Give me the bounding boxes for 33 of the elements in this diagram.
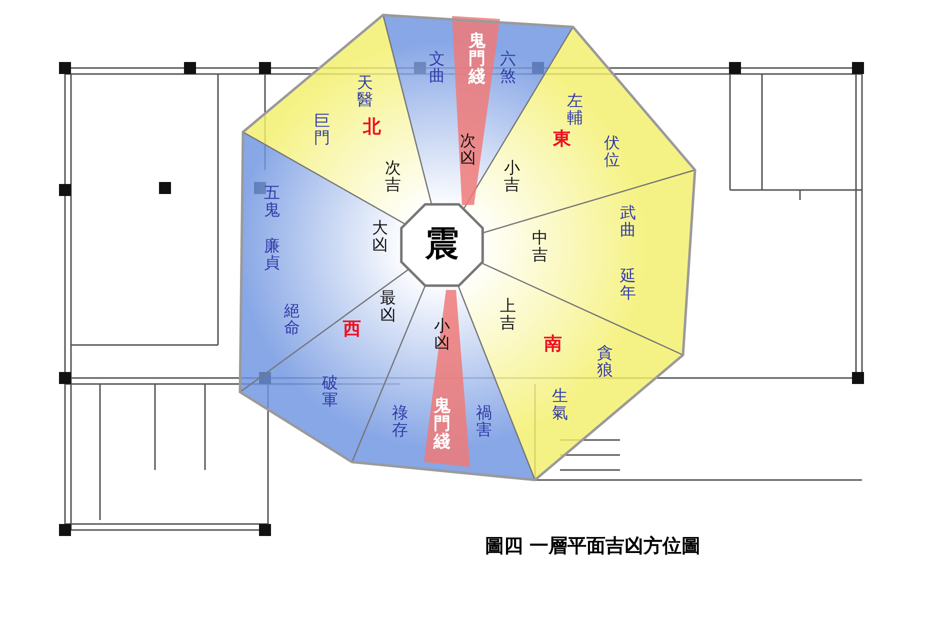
fortune-label: 小吉 — [504, 160, 520, 194]
band-label: 鬼門綫 — [468, 33, 486, 87]
fortune-label: 最凶 — [380, 290, 396, 324]
fortune-label: 中吉 — [532, 230, 548, 264]
star-label: 祿存 — [392, 405, 408, 439]
star-label: 生氣 — [552, 388, 568, 422]
star-label: 破軍 — [322, 375, 338, 409]
trigram-label: 震 — [425, 227, 459, 263]
star-label: 禍害 — [476, 405, 492, 439]
direction-label: 東 — [553, 130, 571, 150]
star-label: 左輔 — [567, 93, 583, 127]
direction-label: 南 — [544, 336, 562, 354]
star-label: 絕命 — [284, 303, 300, 337]
fortune-label: 小凶 — [434, 318, 450, 352]
star-label: 延年 — [620, 268, 636, 302]
star-label: 五鬼 — [264, 185, 280, 219]
star-label: 伏位 — [604, 135, 620, 169]
caption: 圖四 一層平面吉凶方位圖 — [485, 534, 701, 559]
star-label: 武曲 — [620, 205, 636, 239]
fortune-label: 次凶 — [460, 133, 476, 167]
star-label: 天醫 — [357, 75, 373, 109]
fortune-label: 大凶 — [372, 220, 388, 254]
fortune-label: 次吉 — [385, 160, 401, 194]
direction-label: 西 — [343, 320, 361, 340]
star-label: 六煞 — [500, 51, 516, 85]
star-label: 廉貞 — [264, 238, 280, 272]
star-label: 文曲 — [429, 51, 445, 85]
star-label: 貪狼 — [597, 345, 613, 379]
band-label: 鬼門綫 — [434, 398, 450, 452]
direction-label: 北 — [363, 118, 381, 138]
star-label: 巨門 — [314, 113, 330, 147]
fortune-label: 上吉 — [500, 298, 516, 332]
center-octagon — [398, 201, 486, 289]
